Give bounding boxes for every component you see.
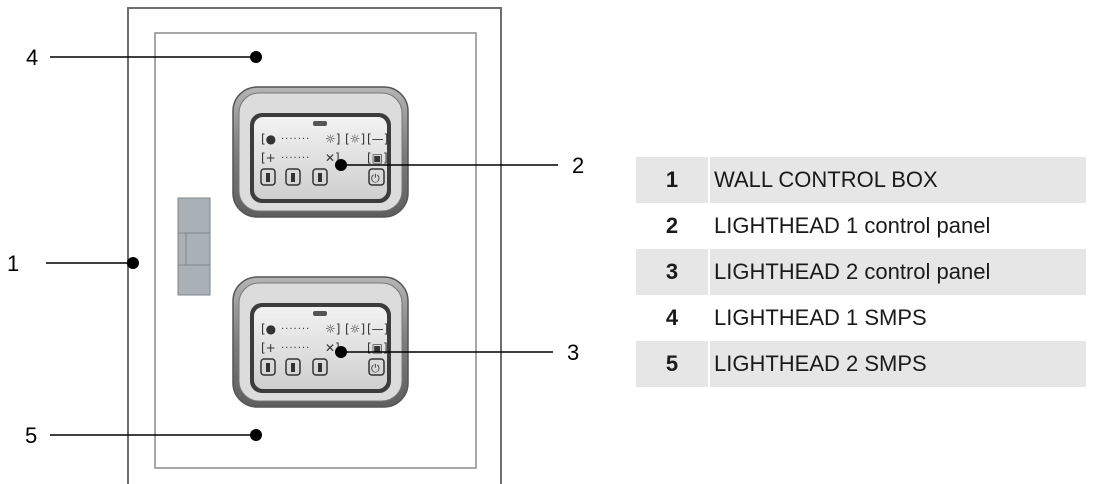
callout-number: 1 [7, 251, 19, 276]
callout-number: 4 [26, 45, 38, 70]
legend-table: 1 WALL CONTROL BOX 2 LIGHTHEAD 1 control… [636, 157, 1086, 387]
legend-number: 2 [665, 213, 679, 238]
legend-label: LIGHTHEAD 2 control panel [708, 249, 1086, 295]
callout-number: 2 [572, 153, 584, 178]
legend-number: 5 [636, 341, 709, 387]
legend-number: 4 [665, 305, 679, 330]
legend-label: LIGHTHEAD 1 SMPS [708, 295, 1086, 341]
legend-row: 3 LIGHTHEAD 2 control panel [636, 249, 1086, 295]
callout-4: 4 [26, 45, 262, 70]
callout-number: 3 [567, 340, 579, 365]
callout-5: 5 [25, 423, 262, 448]
lighthead-1-control-panel [232, 86, 409, 218]
lighthead-2-control-panel [232, 276, 409, 408]
side-module [177, 197, 211, 296]
legend-row: 2 LIGHTHEAD 1 control panel [636, 203, 1086, 249]
legend-label: LIGHTHEAD 2 SMPS [708, 341, 1086, 387]
callout-2: 2 [335, 153, 584, 178]
legend-row: 1 WALL CONTROL BOX [636, 157, 1086, 203]
legend-row: 5 LIGHTHEAD 2 SMPS [636, 341, 1086, 387]
legend-row: 4 LIGHTHEAD 1 SMPS [636, 295, 1086, 341]
legend-number: 1 [636, 157, 709, 203]
legend-label: LIGHTHEAD 1 control panel [708, 203, 1086, 249]
legend-number: 3 [636, 249, 709, 295]
callout-1: 1 [7, 251, 139, 276]
legend-label: WALL CONTROL BOX [708, 157, 1086, 203]
callout-3: 3 [335, 340, 579, 365]
callout-number: 5 [25, 423, 37, 448]
